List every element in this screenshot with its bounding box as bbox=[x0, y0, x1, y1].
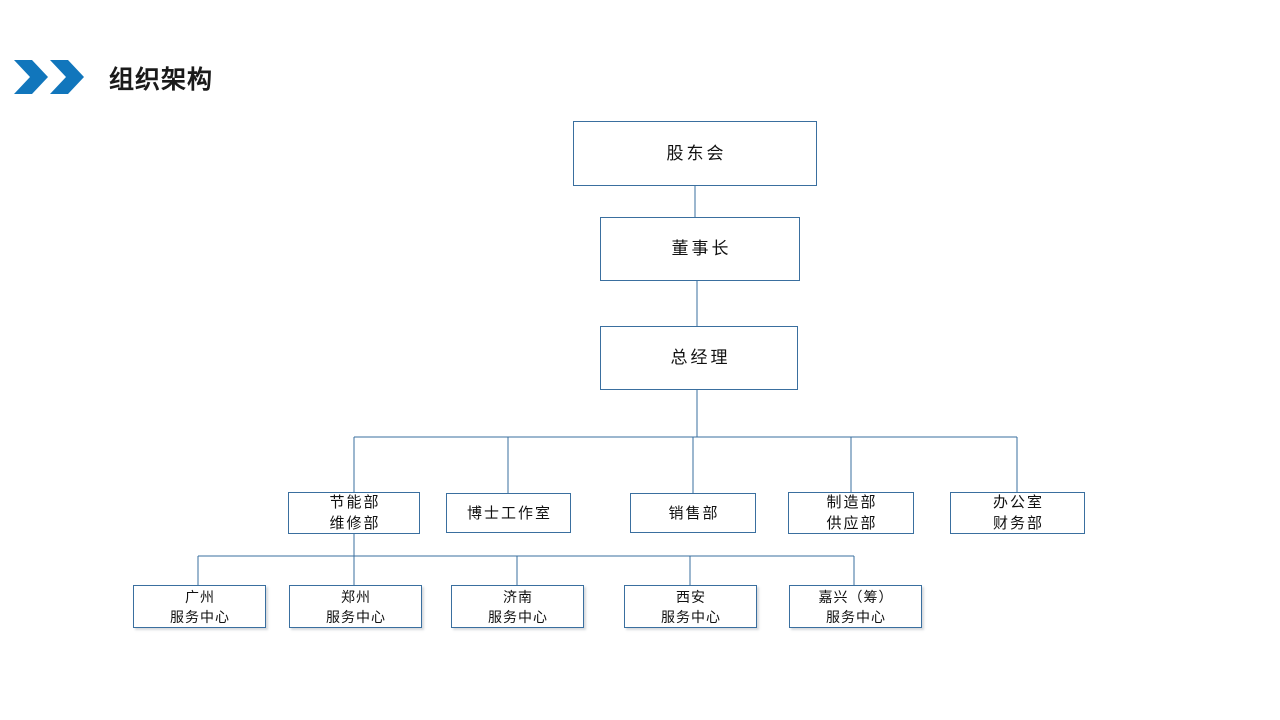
node-guangzhou-label-1: 广州 bbox=[185, 588, 215, 605]
node-xian-label-1: 西安 bbox=[676, 588, 706, 605]
node-energy-maintenance-label-1: 节能部 bbox=[329, 494, 381, 511]
node-doctor-studio[interactable]: 博士工作室 bbox=[446, 493, 571, 533]
node-guangzhou-label-2: 服务中心 bbox=[170, 608, 230, 625]
node-manufacturing-supply-label-1: 制造部 bbox=[826, 494, 878, 511]
node-sales[interactable]: 销售部 bbox=[630, 493, 756, 533]
node-general-manager[interactable]: 总经理 bbox=[600, 326, 798, 390]
chevron-right-icon-1 bbox=[12, 58, 50, 96]
node-jiaxing-label-1: 嘉兴（筹） bbox=[818, 588, 894, 605]
page-header: 组织架构 bbox=[0, 0, 1280, 120]
node-shareholders[interactable]: 股东会 bbox=[573, 121, 817, 186]
node-general-manager-label: 总经理 bbox=[670, 348, 731, 367]
node-jiaxing-label-2: 服务中心 bbox=[826, 608, 886, 625]
node-jinan-label-2: 服务中心 bbox=[488, 608, 548, 625]
chevron-right-icon-2 bbox=[48, 58, 86, 96]
node-chairman-label: 董事长 bbox=[671, 239, 732, 258]
node-shareholders-label: 股东会 bbox=[666, 143, 727, 163]
node-office-finance[interactable]: 办公室 财务部 bbox=[950, 492, 1085, 534]
node-energy-maintenance[interactable]: 节能部 维修部 bbox=[288, 492, 420, 534]
page-title: 组织架构 bbox=[109, 66, 214, 94]
node-guangzhou-service-center[interactable]: 广州 服务中心 bbox=[133, 585, 266, 628]
node-energy-maintenance-label-2: 维修部 bbox=[329, 515, 381, 532]
double-chevron-right-icon bbox=[12, 58, 92, 96]
node-manufacturing-supply-label-2: 供应部 bbox=[826, 515, 878, 532]
node-zhengzhou-service-center[interactable]: 郑州 服务中心 bbox=[289, 585, 422, 628]
node-office-finance-label-2: 财务部 bbox=[992, 515, 1044, 532]
node-jinan-service-center[interactable]: 济南 服务中心 bbox=[451, 585, 584, 628]
node-zhengzhou-label-1: 郑州 bbox=[341, 588, 371, 605]
node-chairman[interactable]: 董事长 bbox=[600, 217, 800, 281]
node-office-finance-label-1: 办公室 bbox=[992, 494, 1044, 511]
node-manufacturing-supply[interactable]: 制造部 供应部 bbox=[788, 492, 914, 534]
node-zhengzhou-label-2: 服务中心 bbox=[326, 608, 386, 625]
node-jinan-label-1: 济南 bbox=[503, 588, 533, 605]
node-sales-label: 销售部 bbox=[668, 504, 720, 522]
node-xian-label-2: 服务中心 bbox=[661, 608, 721, 625]
node-jiaxing-service-center[interactable]: 嘉兴（筹） 服务中心 bbox=[789, 585, 922, 628]
node-xian-service-center[interactable]: 西安 服务中心 bbox=[624, 585, 757, 628]
node-doctor-studio-label: 博士工作室 bbox=[466, 504, 552, 522]
